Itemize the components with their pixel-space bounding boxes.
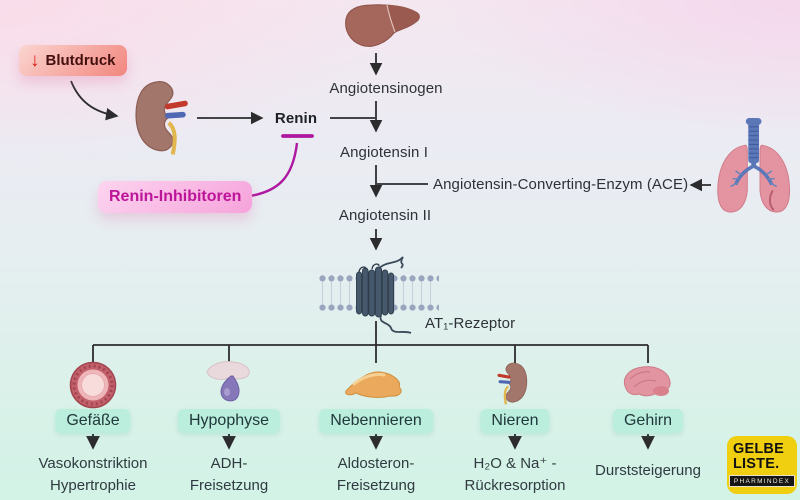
gelbe-liste-logo: GELBE LISTE. PHARMINDEX	[727, 436, 797, 494]
effect-line: Aldosteron-	[337, 455, 415, 472]
organ-chip-hypophyse: Hypophyse	[177, 409, 281, 433]
blutdruck-box: ↓ Blutdruck	[19, 45, 127, 76]
effect-nieren: H₂O & Na⁺ - Rückresorption	[465, 453, 566, 497]
effect-line: H₂O & Na⁺ -	[473, 455, 557, 472]
effect-arrows	[86, 434, 655, 450]
organ-chip-nieren: Nieren	[480, 409, 550, 433]
label-angiotensin-i: Angiotensin I	[339, 144, 429, 161]
label-ace: Angiotensin-Converting-Enzym (ACE)	[433, 176, 689, 193]
effect-line: Vasokonstriktion	[38, 455, 148, 472]
label-angiotensin-ii: Angiotensin II	[338, 207, 432, 224]
effect-line: Freisetzung	[336, 476, 416, 494]
effect-hypophyse: ADH- Freisetzung	[190, 453, 268, 497]
kidney-small-icon	[497, 361, 529, 406]
logo-line1: GELBE	[733, 441, 784, 457]
renin-inhibitoren-label: Renin-Inhibitoren	[109, 188, 242, 205]
effect-nebennieren: Aldosteron- Freisetzung	[337, 453, 415, 497]
renin-inhibitoren-box: Renin-Inhibitoren	[98, 181, 253, 213]
logo-line2: LISTE.	[733, 456, 780, 473]
label-renin: Renin	[274, 110, 318, 127]
organ-chip-gehirn: Gehirn	[612, 409, 684, 433]
effect-line: Rückresorption	[464, 476, 566, 494]
effect-gehirn: Durststeigerung	[595, 460, 701, 482]
organ-chip-nebennieren: Nebennieren	[319, 409, 433, 433]
effect-line: Hypertrophie	[50, 476, 136, 494]
effect-line: Durststeigerung	[595, 462, 701, 479]
effect-gefaesse: Vasokonstriktion Hypertrophie	[39, 453, 148, 497]
flow-arrows	[70, 53, 711, 363]
blood-pressure-down-arrow-icon: ↓	[30, 50, 40, 71]
vessel-icon	[69, 361, 117, 409]
blutdruck-label: Blutdruck	[45, 52, 116, 69]
lungs-icon	[717, 118, 791, 213]
at1-receptor-icon	[356, 256, 412, 334]
brain-icon	[623, 366, 671, 397]
pituitary-icon	[206, 361, 250, 402]
effect-line: ADH-	[210, 455, 248, 472]
organ-chip-gefaesse: Gefäße	[55, 409, 131, 433]
inhibition-connector	[242, 134, 314, 199]
liver-icon	[345, 4, 420, 47]
effect-line: Freisetzung	[189, 476, 269, 494]
label-at1-receptor: AT₁-Rezeptor	[425, 315, 516, 332]
adrenal-icon	[345, 371, 402, 398]
logo-tagline: PHARMINDEX	[728, 475, 796, 487]
label-angiotensinogen: Angiotensinogen	[329, 80, 443, 97]
arrow-blutdruck-to-kidney	[70, 80, 119, 121]
kidney-icon	[136, 82, 185, 155]
